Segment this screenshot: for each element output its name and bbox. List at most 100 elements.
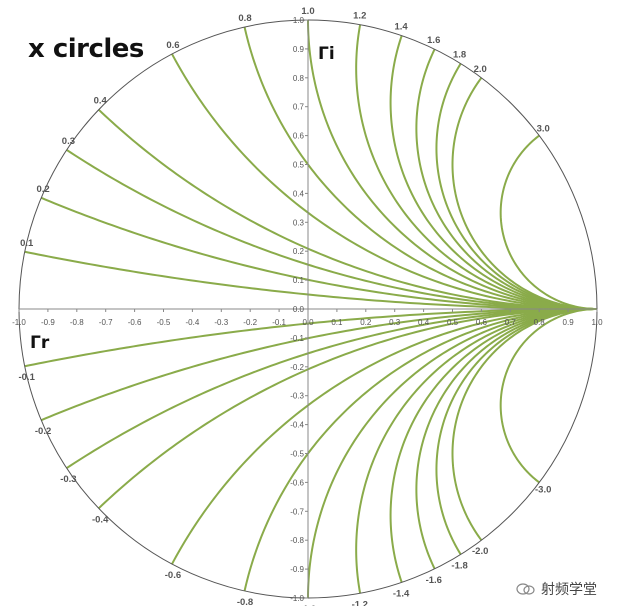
y-tick-label: -0.6 xyxy=(290,478,304,487)
curve-label: -2.0 xyxy=(472,546,488,557)
curve-label: -0.8 xyxy=(237,597,253,606)
reactance-curve xyxy=(499,134,598,310)
ticks-layer: -1.0 -0.9 -0.8 -0.7 -0.6 -0.5 -0.4 -0.3 -0.2 -0.1… xyxy=(12,16,603,603)
y-axis-label: Γi xyxy=(318,44,335,64)
y-tick-label: 0.8 xyxy=(293,74,305,83)
reactance-curve xyxy=(435,308,598,555)
y-tick-label: 0.4 xyxy=(293,189,305,198)
wechat-icon xyxy=(516,583,535,595)
curve-label: 1.4 xyxy=(394,22,408,33)
x-tick-label: -0.8 xyxy=(70,318,84,327)
reactance-curve xyxy=(66,308,598,469)
y-tick-label: 1.0 xyxy=(293,16,305,25)
x-tick-label: 0.3 xyxy=(389,318,401,327)
reactance-curve xyxy=(171,308,598,565)
y-tick-label: -0.4 xyxy=(290,421,304,430)
y-tick-label: 0.9 xyxy=(293,45,305,54)
x-tick-label: 0.9 xyxy=(563,318,575,327)
reactance-curve xyxy=(499,308,598,484)
curve-label: -1.8 xyxy=(451,560,467,571)
x-tick-label: -0.1 xyxy=(272,318,286,327)
reactance-curve xyxy=(355,308,598,594)
curves-layer xyxy=(24,19,598,599)
curve-label: 1.8 xyxy=(453,50,466,61)
curve-labels-layer: 0.1 0.2 0.3 0.4 0.6 0.8 1.0 1.2 1.4 1.6 1.8 2.0 3.0 -… xyxy=(18,6,551,606)
x-axis-label: Γr xyxy=(30,333,50,353)
x-tick-label: -1.0 xyxy=(12,318,26,327)
x-tick-label: -0.7 xyxy=(99,318,113,327)
chart-title: x circles xyxy=(28,34,144,64)
y-tick-label: 0.6 xyxy=(293,132,305,141)
y-tick-label: 0.5 xyxy=(293,161,305,170)
reactance-curve xyxy=(243,26,598,310)
curve-label: 2.0 xyxy=(474,64,487,75)
curve-label: 0.8 xyxy=(238,13,251,24)
curve-label: 1.0 xyxy=(301,6,314,17)
y-tick-label: -0.7 xyxy=(290,507,304,516)
y-tick-label: -0.8 xyxy=(290,536,304,545)
reactance-curve xyxy=(355,24,598,310)
x-tick-label: 0.8 xyxy=(534,318,546,327)
x-tick-label: -0.6 xyxy=(128,318,142,327)
y-tick-label: -0.2 xyxy=(290,363,304,372)
reactance-curve xyxy=(307,308,598,599)
reactance-curve xyxy=(40,196,598,310)
curve-label: -1.4 xyxy=(393,588,410,599)
curve-label: 0.1 xyxy=(20,238,34,249)
y-tick-label: 0.1 xyxy=(293,276,305,285)
curve-label: 0.4 xyxy=(94,96,108,107)
reactance-curve xyxy=(98,308,598,510)
y-tick-label: 0.7 xyxy=(293,103,305,112)
reactance-curve xyxy=(415,48,598,310)
reactance-curve xyxy=(40,308,598,422)
curve-label: 1.2 xyxy=(353,11,366,22)
watermark: 射频学堂 xyxy=(515,579,597,599)
x-tick-label: -0.5 xyxy=(157,318,171,327)
reactance-curve xyxy=(389,308,598,583)
x-tick-label: -0.4 xyxy=(186,318,200,327)
curve-label: -0.2 xyxy=(35,426,51,437)
reactance-curve xyxy=(451,77,598,310)
x-tick-label: 0.6 xyxy=(476,318,488,327)
curve-label: -0.6 xyxy=(165,570,181,581)
y-tick-label: -1.0 xyxy=(290,594,304,603)
curve-label: -0.1 xyxy=(18,372,35,383)
y-tick-label: -0.5 xyxy=(290,450,304,459)
x-tick-label: 0.5 xyxy=(447,318,459,327)
reactance-curve xyxy=(389,35,598,310)
reactance-curve xyxy=(98,108,598,310)
x-tick-label: 0.4 xyxy=(418,318,430,327)
y-tick-label: 0.0 xyxy=(293,305,305,314)
x-tick-label: -0.2 xyxy=(243,318,257,327)
watermark-text: 射频学堂 xyxy=(541,582,597,598)
curve-label: 3.0 xyxy=(537,124,550,135)
curve-label: 1.6 xyxy=(427,35,440,46)
x-tick-label: -0.3 xyxy=(214,318,228,327)
curve-label: 0.6 xyxy=(166,40,179,51)
reactance-curve xyxy=(415,308,598,570)
y-tick-label: 0.3 xyxy=(293,218,305,227)
curve-label: -0.4 xyxy=(92,514,109,525)
x-tick-label: 0.0 xyxy=(302,318,314,327)
x-tick-label: -0.9 xyxy=(41,318,55,327)
x-tick-label: 0.1 xyxy=(331,318,343,327)
reactance-curve xyxy=(307,19,598,310)
curve-label: -0.3 xyxy=(60,474,76,485)
reactance-curve xyxy=(435,63,598,310)
x-tick-label: 0.7 xyxy=(505,318,517,327)
curve-label: -1.0 xyxy=(300,604,316,606)
curve-label: 0.2 xyxy=(36,184,49,195)
x-tick-label: 0.2 xyxy=(360,318,372,327)
reactance-curve xyxy=(66,149,598,310)
curve-label: -1.6 xyxy=(426,575,442,586)
curve-label: -3.0 xyxy=(535,484,551,495)
reactance-curve xyxy=(24,308,597,368)
reactance-curve xyxy=(171,53,598,310)
curve-label: -1.2 xyxy=(352,599,368,606)
y-tick-label: -0.3 xyxy=(290,392,304,401)
y-tick-label: 0.2 xyxy=(293,247,305,256)
x-tick-label: 1.0 xyxy=(591,318,603,327)
reactance-curve xyxy=(451,308,598,541)
curve-label: 0.3 xyxy=(62,136,75,147)
